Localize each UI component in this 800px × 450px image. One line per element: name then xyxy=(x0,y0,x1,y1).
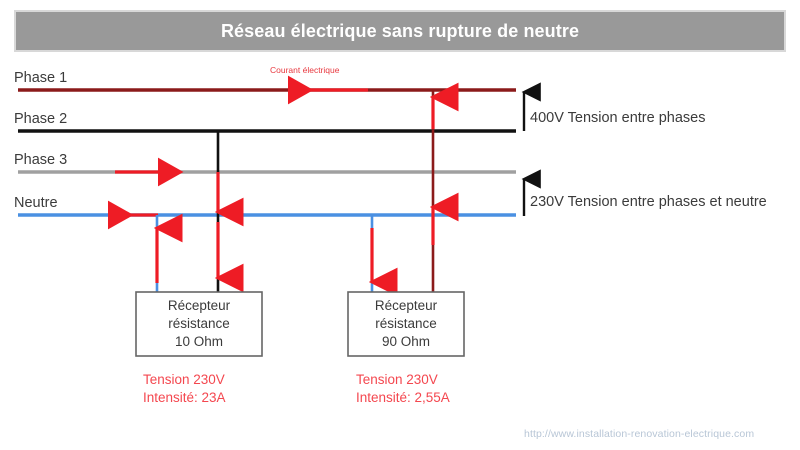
receiver-left-line2: résistance xyxy=(168,316,230,332)
receiver-right-line1: Récepteur xyxy=(374,298,438,314)
bus-label-phase1: Phase 1 xyxy=(14,70,68,86)
voltage-label-phase-to-neutral: 230V Tension entre phases et neutre xyxy=(530,194,767,210)
receiver-right-caption-current: Intensité: 2,55A xyxy=(356,389,450,405)
receiver-right-caption: Tension 230V Intensité: 2,55A xyxy=(356,371,450,407)
receiver-left-caption: Tension 230V Intensité: 23A xyxy=(143,371,226,407)
receiver-left-line1: Récepteur xyxy=(167,298,231,314)
receiver-box-right xyxy=(347,291,465,357)
source-url: http://www.installation-renovation-elect… xyxy=(524,428,755,440)
receiver-right-text: Récepteur résistance 90 Ohm xyxy=(348,292,464,356)
page-title: Réseau électrique sans rupture de neutre xyxy=(220,20,580,41)
receiver-left-caption-voltage: Tension 230V xyxy=(143,372,225,387)
current-flow-label: Courant électrique xyxy=(270,65,340,75)
receiver-right-line2: résistance xyxy=(375,316,437,332)
bus-label-neutre: Neutre xyxy=(14,195,58,211)
receiver-left-line3: 10 Ohm xyxy=(174,333,224,349)
receiver-right-caption-voltage: Tension 230V xyxy=(356,372,438,387)
bus-label-phase3: Phase 3 xyxy=(14,152,68,168)
receiver-left-text: Récepteur résistance 10 Ohm xyxy=(136,292,262,356)
receiver-right-line3: 90 Ohm xyxy=(381,333,431,349)
title-banner: Réseau électrique sans rupture de neutre xyxy=(14,10,786,52)
receiver-box-left xyxy=(135,291,263,357)
bus-label-phase2: Phase 2 xyxy=(14,111,68,127)
receiver-left-caption-current: Intensité: 23A xyxy=(143,389,226,405)
voltage-label-phase-to-phase: 400V Tension entre phases xyxy=(530,110,706,126)
